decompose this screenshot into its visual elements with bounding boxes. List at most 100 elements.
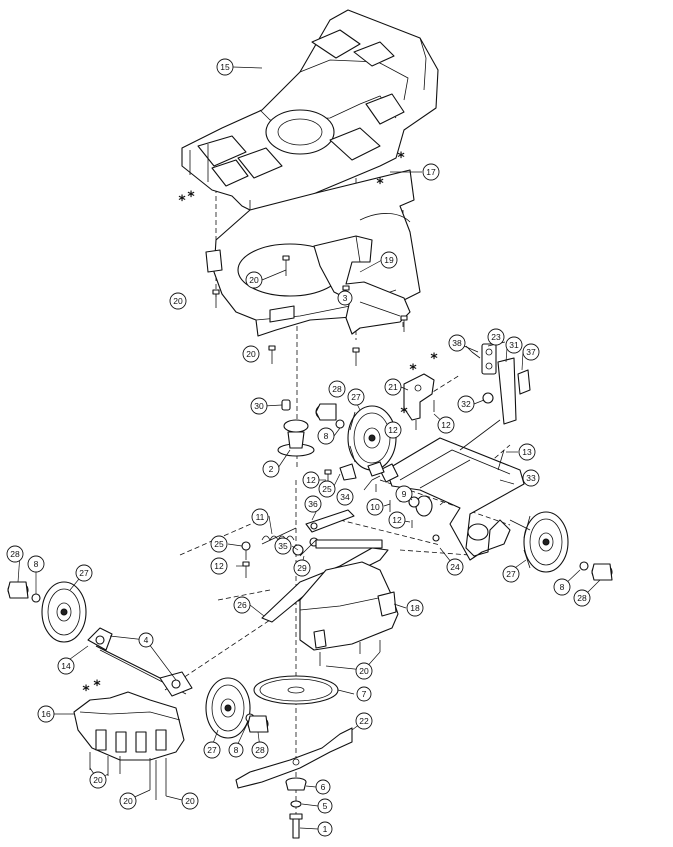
svg-text:12: 12 <box>214 561 224 571</box>
callout: 34 <box>336 488 354 506</box>
svg-text:25: 25 <box>214 539 224 549</box>
svg-text:22: 22 <box>359 716 369 726</box>
svg-text:20: 20 <box>93 775 103 785</box>
callout: 17 <box>422 163 440 181</box>
svg-text:33: 33 <box>526 473 536 483</box>
callout: 4 <box>138 632 154 648</box>
height-lever-bracket <box>403 343 531 430</box>
upper-left-wheel <box>315 403 397 471</box>
svg-text:18: 18 <box>410 603 420 613</box>
callout: 12 <box>388 511 406 529</box>
callout: 25 <box>210 535 228 553</box>
callout: 28 <box>573 589 591 607</box>
callout: 13 <box>518 443 536 461</box>
svg-text:12: 12 <box>392 515 402 525</box>
asterisk-mark: * <box>376 176 384 192</box>
callout: 27 <box>502 565 520 583</box>
callout: 20 <box>169 292 187 310</box>
front-axle <box>87 627 193 697</box>
callout: 8 <box>27 555 45 573</box>
callout: 28 <box>251 741 269 759</box>
callout: 36 <box>304 495 322 513</box>
svg-text:38: 38 <box>452 338 462 348</box>
callout: 19 <box>380 251 398 269</box>
callout: 28 <box>6 545 24 563</box>
svg-text:10: 10 <box>370 502 380 512</box>
svg-text:28: 28 <box>577 593 587 603</box>
svg-text:34: 34 <box>340 492 350 502</box>
svg-text:4: 4 <box>144 635 149 645</box>
asterisk-mark: * <box>400 405 408 421</box>
svg-text:31: 31 <box>509 340 519 350</box>
callout: 20 <box>355 662 373 680</box>
lower-deck <box>299 561 399 666</box>
callout: 33 <box>522 469 540 487</box>
asterisk-mark: * <box>430 351 438 367</box>
svg-text:15: 15 <box>220 62 230 72</box>
housing-top <box>181 9 439 215</box>
callout: 7 <box>356 686 372 702</box>
svg-text:6: 6 <box>321 782 326 792</box>
callout: 6 <box>315 779 331 795</box>
svg-text:28: 28 <box>332 384 342 394</box>
callout: 14 <box>57 657 75 675</box>
svg-text:27: 27 <box>207 745 217 755</box>
callout: 30 <box>250 397 268 415</box>
svg-text:11: 11 <box>256 512 265 522</box>
blade-disc <box>253 675 339 705</box>
front-bracket <box>73 691 185 800</box>
callout: 29 <box>293 559 311 577</box>
svg-text:14: 14 <box>61 661 71 671</box>
callout: 15 <box>216 58 234 76</box>
callout: 26 <box>233 596 251 614</box>
callout: 27 <box>203 741 221 759</box>
callout: 18 <box>406 599 424 617</box>
callout: 16 <box>37 705 55 723</box>
svg-text:30: 30 <box>254 401 264 411</box>
callout: 20 <box>89 771 107 789</box>
svg-text:20: 20 <box>185 796 195 806</box>
svg-text:9: 9 <box>402 489 407 499</box>
svg-text:3: 3 <box>343 293 348 303</box>
svg-text:2: 2 <box>269 464 274 474</box>
callout: 8 <box>317 427 335 445</box>
lower-middle-wheel <box>205 677 269 739</box>
callout: 3 <box>337 290 353 306</box>
callout: 31 <box>505 336 523 354</box>
svg-text:37: 37 <box>526 347 536 357</box>
svg-text:13: 13 <box>522 447 532 457</box>
svg-text:35: 35 <box>278 541 288 551</box>
rear-axle-frame <box>379 419 525 561</box>
svg-text:26: 26 <box>237 600 247 610</box>
svg-text:21: 21 <box>388 382 398 392</box>
svg-text:28: 28 <box>255 745 265 755</box>
asterisk-mark: * <box>178 193 186 209</box>
svg-text:12: 12 <box>441 420 451 430</box>
callout: 23 <box>487 328 505 346</box>
svg-text:1: 1 <box>323 824 328 834</box>
svg-text:20: 20 <box>173 296 183 306</box>
callout: 8 <box>228 742 244 758</box>
svg-text:12: 12 <box>388 425 398 435</box>
svg-text:8: 8 <box>234 745 239 755</box>
svg-text:20: 20 <box>359 666 369 676</box>
callout: 25 <box>318 480 336 498</box>
left-upper-wheel <box>7 581 87 643</box>
callout: 12 <box>384 421 402 439</box>
blade-bolt-stack <box>285 777 307 839</box>
svg-text:27: 27 <box>506 569 516 579</box>
callout: 20 <box>181 792 199 810</box>
callout: 28 <box>328 380 346 398</box>
svg-text:8: 8 <box>324 431 329 441</box>
svg-text:29: 29 <box>297 563 307 573</box>
callout: 21 <box>384 378 402 396</box>
callout: 12 <box>437 416 455 434</box>
callout: 20 <box>242 345 260 363</box>
svg-text:20: 20 <box>246 349 256 359</box>
asterisk-mark: * <box>397 150 405 166</box>
callout: 32 <box>457 395 475 413</box>
asterisk-mark: * <box>82 683 90 699</box>
callout: 9 <box>395 485 413 503</box>
svg-text:36: 36 <box>308 499 318 509</box>
